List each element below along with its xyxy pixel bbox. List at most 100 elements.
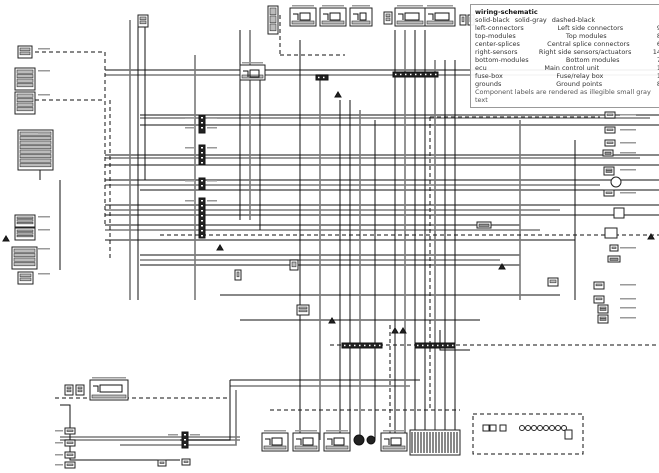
splice-4-label-right: [207, 180, 217, 182]
bottom-left-connector-2-pin: [66, 453, 74, 456]
splice-bottom-2-pin: [426, 343, 430, 348]
top-module-2-symbol: [323, 12, 341, 21]
splice-2-label-left: [185, 127, 195, 129]
top-module-5-symbol: [428, 12, 450, 21]
bottom-module-4-label: [383, 430, 405, 432]
left-label-0: [38, 48, 50, 50]
bottom-left-label-3: [55, 464, 63, 466]
ground-icon-right: [647, 233, 655, 240]
right-connector-7-pin: [609, 258, 619, 261]
splice-top-1-pin: [317, 75, 321, 80]
component-group-count: 8: [656, 80, 659, 88]
left-connector-1-pin: [19, 51, 31, 56]
splice-top-2-pin: [404, 72, 408, 77]
top-connector-1-pin: [139, 16, 147, 21]
top-module-2-label: [322, 5, 344, 7]
top-module-4-symbol: [398, 12, 420, 21]
component-group-id: bottom-modules: [475, 56, 529, 64]
bottom-left-label-1: [55, 442, 63, 444]
splice-bottom-2-pin: [451, 343, 455, 348]
right-label-6: [620, 247, 636, 249]
splice-top-2-pin: [424, 72, 428, 77]
wire-bottom-2: [120, 390, 237, 446]
bottom-left-sensor-1-pin: [66, 389, 72, 393]
relay-3: [499, 424, 507, 432]
left-connector-6-pin: [16, 232, 34, 235]
bottom-module-1-symbol: [265, 437, 283, 446]
component-group-id: right-sensors: [475, 48, 518, 56]
left-connector-3-pin: [16, 93, 34, 98]
bottom-left-sensor-2-pin: [77, 386, 83, 390]
bottom-module-2-symbol: [296, 437, 314, 446]
left-connector-5-pin: [16, 219, 34, 222]
right-label-4: [620, 169, 636, 171]
left-connector-6-pin: [16, 235, 34, 238]
left-label-7: [38, 273, 50, 275]
splice-bottom-2-pin: [431, 343, 435, 348]
right-label-9: [620, 307, 636, 309]
legibility-note: Component labels are rendered as illegib…: [475, 88, 651, 104]
right-label-7: [620, 284, 636, 286]
fuse-icon: [525, 425, 531, 431]
splice-1-pin: [200, 116, 204, 120]
ground-icon-left: [2, 235, 10, 242]
left-connector-1-pin: [19, 47, 31, 52]
mid-module-1-symbol: [243, 69, 260, 78]
left-connector-7-pin: [13, 248, 36, 253]
splice-4-label-left: [185, 180, 195, 182]
left-connector-4-pin: [19, 140, 52, 145]
splice-5-pin: [200, 214, 204, 218]
splice-1-pin: [200, 121, 204, 125]
left-connector-7-pin: [13, 262, 36, 267]
left-label-3: [38, 132, 50, 134]
top-module-5-label: [427, 5, 453, 7]
left-label-4: [38, 216, 50, 218]
splice-bottom-1-pin: [353, 343, 357, 348]
bottom-left-connector-5-pin: [159, 461, 165, 464]
bottom-module-3-symbol: [327, 437, 345, 446]
splice-2-pin: [200, 126, 204, 130]
bottom-left-sensor-1-pin: [66, 386, 72, 390]
splice-3-pin: [200, 146, 204, 150]
splice-1-label-left: [185, 117, 195, 119]
right-connector-11-pin: [599, 318, 607, 321]
fuse-icon: [537, 425, 543, 431]
splice-top-2-pin: [434, 72, 438, 77]
left-connector-4-pin: [19, 131, 52, 136]
bottom-left-module-pins: [91, 394, 127, 399]
splice-bottom-2-pin: [416, 343, 420, 348]
mid-connector-4-pin: [298, 306, 308, 310]
mid-module-1-label: [242, 62, 263, 64]
left-connector-7-pin: [13, 253, 36, 258]
diagram-legend: wiring-schematic solid-black solid-gray …: [470, 4, 659, 108]
splice-5-pin: [200, 229, 204, 233]
component-group-label: Central splice connectors: [547, 40, 630, 48]
splice-5-pin: [200, 199, 204, 203]
component-group-id: ecu: [475, 64, 487, 72]
top-connector-1-pin: [139, 20, 147, 25]
component-group-label: Right side sensors/actuators: [538, 48, 632, 56]
right-connector-2-pin: [606, 128, 614, 131]
bottom-module-1-label: [264, 430, 286, 432]
diagram-type: wiring-schematic: [475, 8, 538, 16]
splice-2-label-right: [207, 127, 217, 129]
right-connector-8-pin: [595, 283, 603, 287]
left-label-1: [38, 70, 50, 72]
splice-bottom-left-pin: [183, 433, 187, 437]
right-switch-1: [604, 227, 618, 239]
mid-connector-4-pin: [298, 309, 308, 313]
mid-connector-2-pin: [291, 261, 297, 268]
splice-5-label-left: [185, 200, 195, 202]
splice-5-pin: [200, 219, 204, 223]
top-module-1-symbol: [293, 12, 311, 21]
ground-icon-mid-right: [498, 263, 506, 270]
left-connector-2-pin: [16, 69, 34, 74]
component-group-label: Main control unit: [544, 64, 600, 72]
bottom-module-1-pins: [263, 445, 287, 450]
bottom-left-module-symbol: [93, 384, 123, 393]
bottom-left-label-2: [55, 454, 63, 456]
left-connector-3-pin: [16, 98, 34, 103]
splice-5-pin: [200, 204, 204, 208]
wire-style-dashed-black: dashed-black: [551, 16, 596, 24]
